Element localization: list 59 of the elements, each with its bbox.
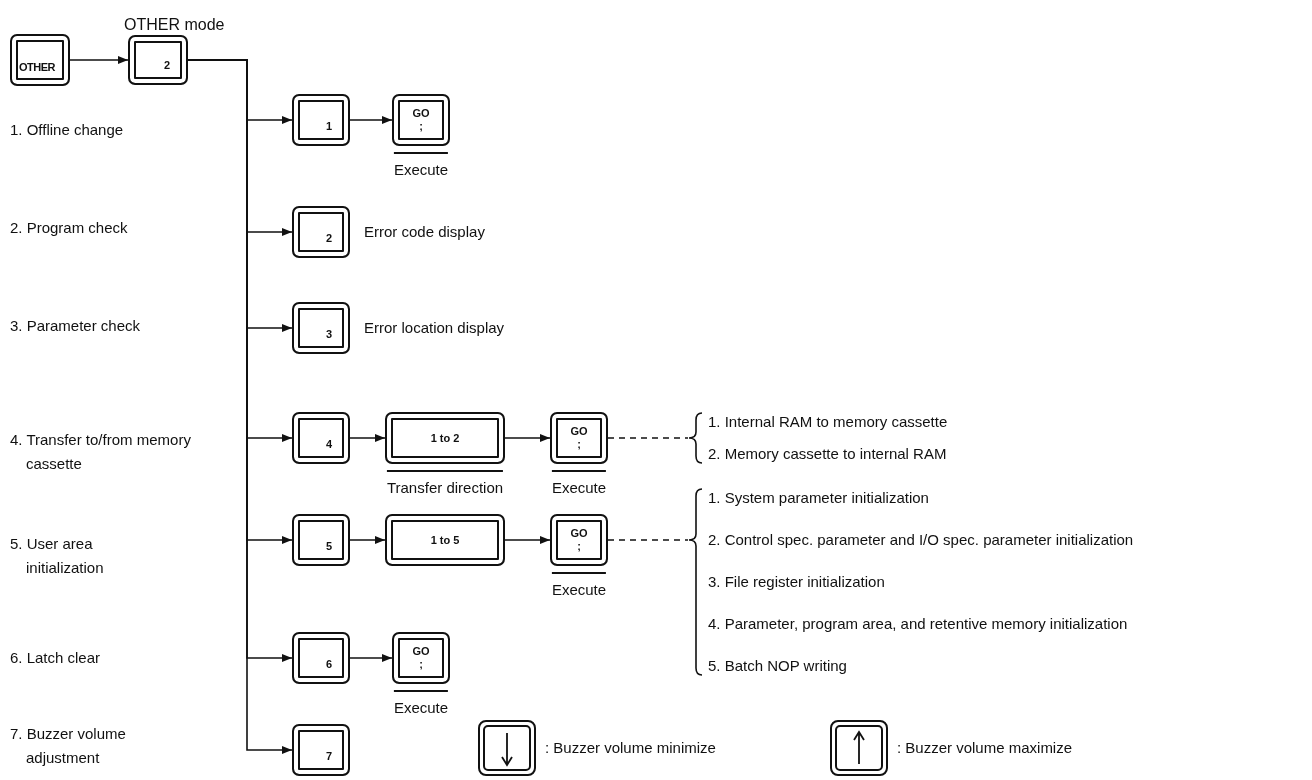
key-label: 1 <box>325 120 332 133</box>
key-label: GO <box>412 107 430 120</box>
option-text: 5. Batch NOP writing <box>708 656 848 676</box>
arrow <box>349 654 393 662</box>
function-label: 1. Offline change <box>10 120 125 140</box>
option-text: 4. Parameter, program area, and retentive memory initialization <box>708 614 1129 634</box>
option-text: 2. Memory cassette to internal RAM <box>708 444 948 464</box>
key-label: ; <box>419 657 423 671</box>
function-label: 6. Latch clear <box>10 648 102 668</box>
key-label: ; <box>577 437 581 451</box>
keyboard-key <box>292 412 350 464</box>
key-label: OTHER <box>19 61 55 74</box>
key-caption: Execute <box>393 690 449 718</box>
arrow <box>504 536 551 544</box>
key-label: 3 <box>325 328 332 341</box>
option-text: 2. Control spec. parameter and I/O spec. parameter initialization <box>708 530 1135 550</box>
key-caption: Execute <box>393 152 449 180</box>
option-text: 3. File register initialization <box>708 572 886 592</box>
key-label: 2 <box>163 59 170 72</box>
function-label: 4. Transfer to/from memory cassette <box>10 430 192 474</box>
key-label: GO <box>570 527 588 540</box>
function-label: 3. Parameter check <box>10 316 142 336</box>
option-text: 1. System parameter initialization <box>708 488 930 508</box>
key-label: 5 <box>325 540 332 553</box>
keyboard-key <box>292 724 350 776</box>
key-label: 7 <box>325 750 332 763</box>
keyboard-key <box>292 632 350 684</box>
arrow <box>504 434 551 442</box>
keyboard-key <box>10 34 70 86</box>
key-description: : Buzzer volume maximize <box>897 738 1074 758</box>
key-label: GO <box>570 425 588 438</box>
key-description: : Buzzer volume minimize <box>545 738 717 758</box>
function-label: 7. Buzzer volume adjustment <box>10 724 127 768</box>
key-caption: Error location display <box>364 318 505 338</box>
key-label: 1 to 2 <box>430 431 460 445</box>
key-caption: Error code display <box>364 222 485 242</box>
keyboard-key <box>292 514 350 566</box>
key-label: 1 to 5 <box>430 533 460 547</box>
key-caption: Transfer direction <box>386 470 504 498</box>
key-label: ; <box>419 119 423 133</box>
keyboard-key <box>292 94 350 146</box>
key-label: 4 <box>325 438 332 451</box>
dashed-connector <box>607 437 689 439</box>
option-text: 1. Internal RAM to memory cassette <box>708 412 949 432</box>
arrow <box>349 536 386 544</box>
key-label: 6 <box>325 658 332 671</box>
arrow <box>349 116 393 124</box>
function-label: 2. Program check <box>10 218 129 238</box>
arrow <box>349 434 386 442</box>
keyboard-key <box>385 514 505 566</box>
key-caption: OTHER mode <box>124 15 225 35</box>
function-label: 5. User area initialization <box>10 534 105 578</box>
arrow <box>69 56 129 64</box>
key-label: 2 <box>325 232 332 245</box>
dashed-connector <box>607 539 689 541</box>
key-label: GO <box>412 645 430 658</box>
key-caption: Execute <box>551 572 607 600</box>
key-caption: Execute <box>551 470 607 498</box>
key-label: ; <box>577 539 581 553</box>
